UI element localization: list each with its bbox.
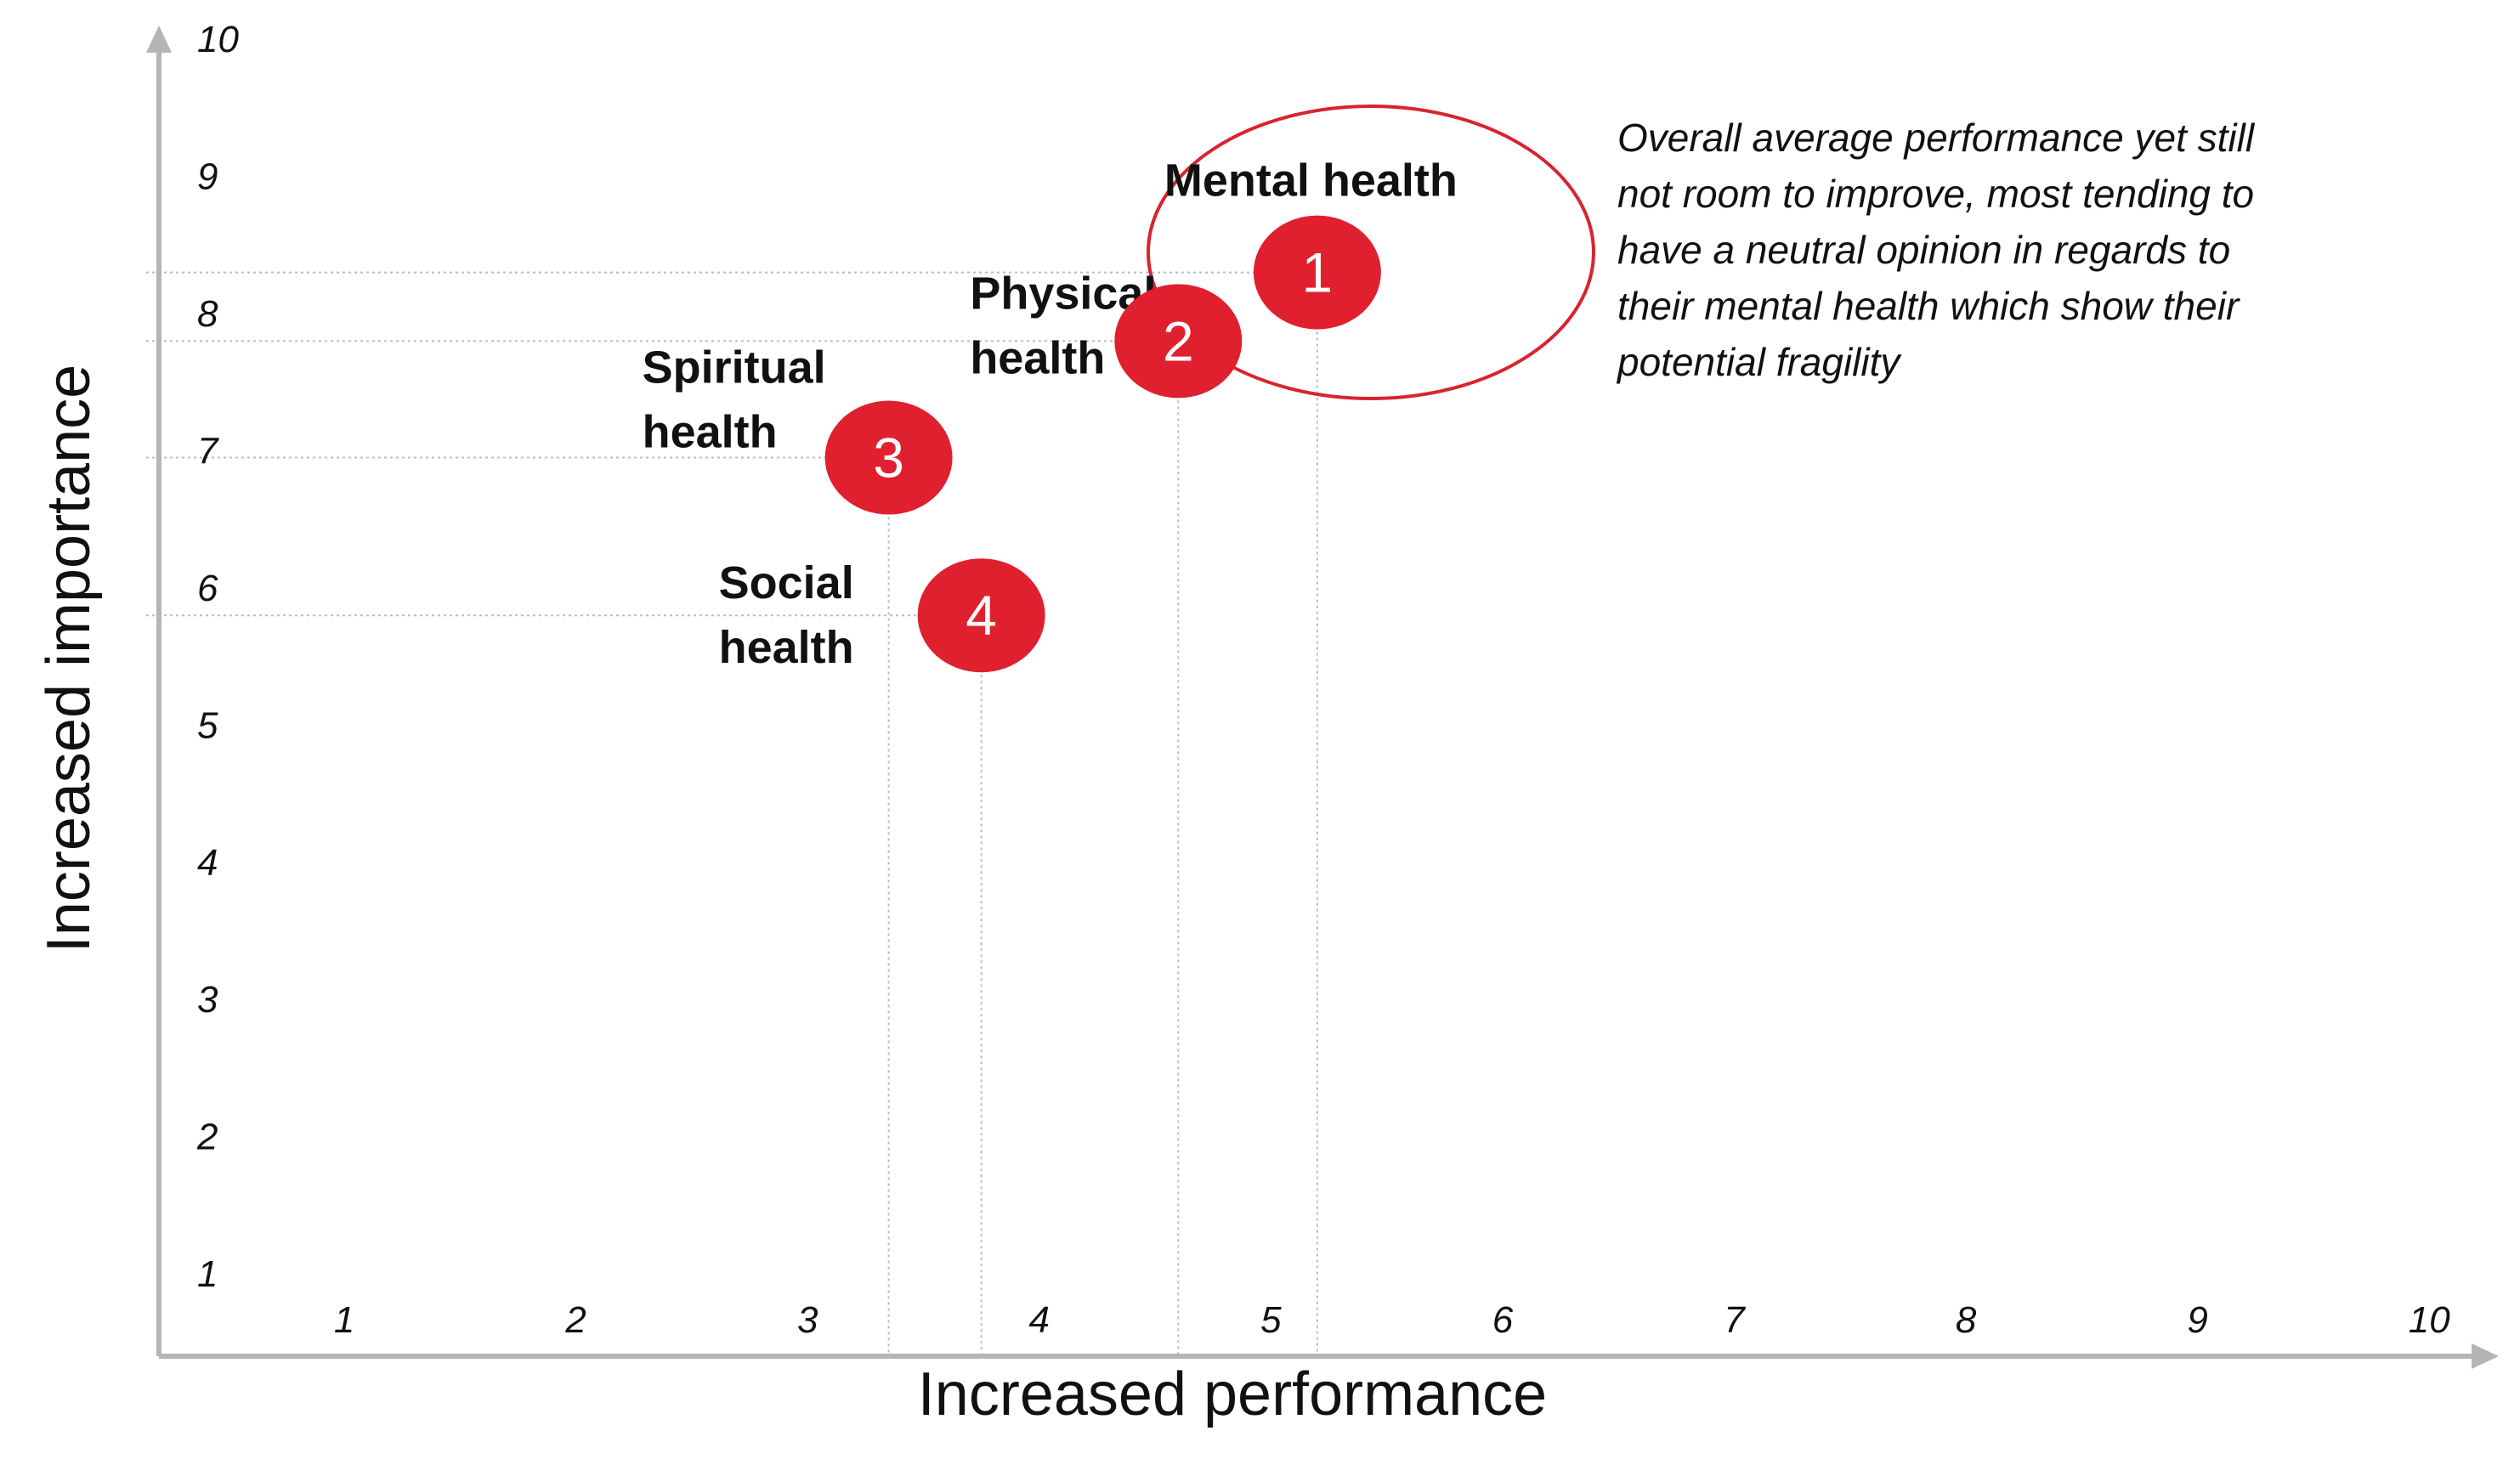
y-tick-label: 9 — [197, 156, 218, 198]
annotation-line: potential fragility — [1616, 340, 1902, 384]
y-tick-label: 8 — [197, 293, 218, 335]
x-tick-labels: 1 2 3 4 5 6 7 8 9 10 — [334, 1299, 2450, 1341]
x-axis-arrowhead — [2472, 1343, 2499, 1369]
x-tick-label: 5 — [1260, 1299, 1282, 1341]
y-tick-label: 7 — [197, 430, 219, 472]
x-tick-label: 8 — [1956, 1299, 1977, 1341]
point-number: 4 — [966, 584, 997, 647]
point-label: Mental health — [1164, 156, 1458, 206]
annotation-note: Overall average performance yet still not… — [1616, 116, 2256, 384]
y-tick-label: 2 — [196, 1117, 218, 1158]
x-tick-label: 9 — [2187, 1299, 2207, 1341]
annotation-line: have a neutral opinion in regards to — [1617, 228, 2230, 272]
y-tick-label: 5 — [197, 704, 218, 746]
annotation-line: their mental health which show their — [1617, 284, 2240, 328]
annotation-line: Overall average performance yet still — [1617, 116, 2256, 160]
x-tick-label: 2 — [564, 1299, 586, 1341]
mental-health-highlight-ring — [1147, 105, 1595, 400]
x-axis-title: Increased performance — [918, 1360, 1547, 1428]
point-number: 3 — [873, 427, 904, 489]
y-tick-label: 10 — [197, 19, 239, 60]
annotation-line: not room to improve, most tending to — [1617, 172, 2254, 216]
point-marker — [917, 558, 1045, 673]
y-axis-title: Increased importance — [35, 365, 103, 953]
x-tick-label: 7 — [1724, 1299, 1746, 1341]
point-number: 1 — [1302, 241, 1334, 304]
point-number: 2 — [1163, 309, 1194, 372]
y-tick-labels: 1 2 3 4 5 6 7 8 9 10 — [196, 19, 239, 1295]
y-axis-arrowhead — [146, 25, 172, 53]
y-tick-label: 1 — [197, 1253, 218, 1295]
guide-lines — [146, 271, 1318, 1356]
x-tick-label: 10 — [2409, 1299, 2450, 1341]
x-tick-label: 1 — [334, 1299, 354, 1341]
y-tick-label: 3 — [197, 979, 218, 1021]
y-tick-label: 4 — [197, 842, 218, 884]
x-tick-label: 4 — [1029, 1299, 1050, 1341]
point-marker — [1114, 284, 1243, 399]
point-marker — [1253, 215, 1381, 330]
x-tick-label: 6 — [1492, 1299, 1514, 1341]
point-marker — [824, 400, 953, 515]
y-tick-label: 6 — [197, 568, 218, 609]
axes — [146, 25, 2499, 1369]
x-tick-label: 3 — [797, 1299, 818, 1341]
